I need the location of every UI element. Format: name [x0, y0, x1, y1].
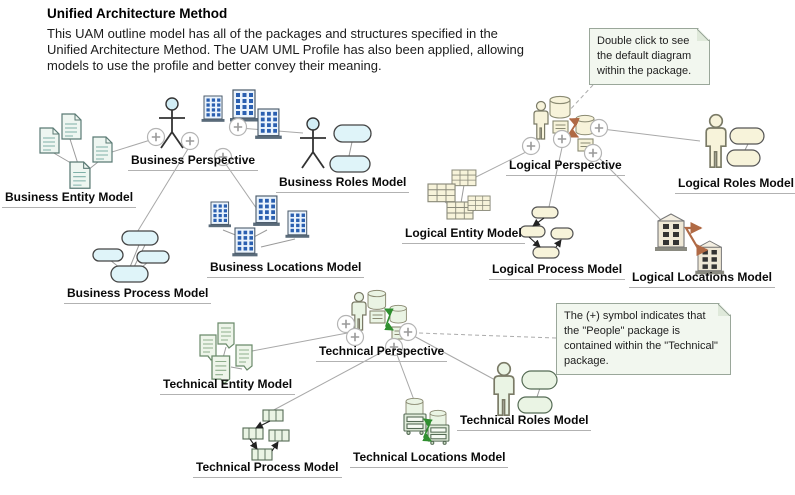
plus-circle-icon[interactable]: [521, 136, 541, 156]
process-shape-icon: [531, 206, 559, 219]
technical-process-cluster[interactable]: [242, 409, 290, 461]
package-label-technical-process[interactable]: Technical Process Model: [193, 460, 342, 478]
building-icon: [284, 210, 310, 239]
role-shape-icon: [517, 396, 553, 414]
building-icon: [231, 227, 259, 257]
logical-locations-cluster[interactable]: [654, 213, 725, 275]
role-shape-icon: [329, 155, 371, 173]
plus-circle-icon[interactable]: [146, 127, 166, 147]
note-page-icon: [217, 322, 235, 349]
document-icon: [61, 113, 82, 140]
actor-icon: [299, 117, 327, 169]
database-icon: [389, 304, 407, 324]
building-icon: [654, 213, 688, 252]
package-label-technical-roles[interactable]: Technical Roles Model: [457, 413, 592, 431]
page-title: Unified Architecture Method: [47, 6, 228, 21]
building-icon: [201, 95, 225, 123]
business-perspective-cluster[interactable]: [158, 89, 283, 149]
table-icon: [427, 183, 456, 203]
person-icon: [533, 100, 549, 140]
note-links: [417, 84, 594, 339]
process-shape-icon: [550, 227, 574, 240]
role-shape-icon: [521, 370, 558, 390]
logical-roles-cluster[interactable]: [705, 113, 765, 169]
role-shape-icon: [333, 124, 372, 143]
note-double-click[interactable]: Double click to see the default diagram …: [589, 28, 710, 85]
package-label-technical-perspective[interactable]: Technical Perspective: [316, 344, 448, 362]
document-icon: [39, 127, 60, 154]
building-icon: [254, 108, 283, 140]
package-label-logical-process[interactable]: Logical Process Model: [489, 262, 626, 280]
package-label-logical-perspective[interactable]: Logical Perspective: [506, 158, 625, 176]
flow-arrows: [528, 217, 562, 248]
table-icon: [451, 169, 477, 187]
business-entity-cluster[interactable]: [39, 113, 113, 189]
business-locations-cluster[interactable]: [208, 195, 310, 257]
flow-arrow-icon: [422, 418, 433, 442]
plus-circle-icon[interactable]: [552, 129, 572, 149]
note-page-icon: [235, 344, 253, 371]
package-label-business-roles[interactable]: Business Roles Model: [276, 175, 410, 193]
document-icon: [69, 161, 91, 189]
package-label-business-locations[interactable]: Business Locations Model: [207, 260, 365, 278]
table-icon: [467, 195, 491, 211]
document-icon: [92, 136, 113, 163]
technical-locations-cluster[interactable]: [403, 397, 450, 445]
package-label-logical-roles[interactable]: Logical Roles Model: [675, 176, 795, 194]
process-shape-icon: [110, 265, 149, 283]
page-description: This UAM outline model has all of the pa…: [47, 26, 524, 73]
role-shape-icon: [726, 149, 761, 167]
package-label-technical-locations[interactable]: Technical Locations Model: [350, 450, 509, 468]
database-icon: [549, 95, 571, 119]
server-cart-icon: [403, 413, 427, 435]
package-label-business-process[interactable]: Business Process Model: [64, 286, 212, 304]
business-roles-cluster[interactable]: [299, 117, 372, 173]
technical-roles-cluster[interactable]: [493, 361, 558, 417]
process-shape-icon: [121, 230, 159, 246]
building-icon: [229, 89, 259, 123]
plus-circle-icon[interactable]: [398, 322, 418, 342]
process-step-icon: [268, 429, 290, 442]
logical-process-cluster[interactable]: [519, 206, 574, 259]
plus-circle-icon[interactable]: [345, 327, 365, 347]
package-label-business-perspective[interactable]: Business Perspective: [128, 153, 259, 171]
flow-arrow-icon: [384, 308, 394, 331]
process-shape-icon: [136, 250, 170, 264]
process-step-icon: [251, 448, 273, 461]
connector-lines: [95, 127, 701, 413]
logical-entity-cluster[interactable]: [427, 169, 491, 220]
building-icon: [208, 201, 232, 228]
package-label-logical-entity[interactable]: Logical Entity Model: [402, 226, 525, 244]
plus-circle-icon[interactable]: [228, 117, 248, 137]
building-icon: [252, 195, 281, 227]
person-icon: [493, 361, 515, 417]
technical-perspective-cluster[interactable]: [351, 289, 408, 340]
server-icon: [369, 310, 386, 324]
person-icon: [705, 113, 727, 169]
process-shape-icon: [532, 246, 560, 259]
flow-arrows: [249, 420, 279, 452]
package-label-business-entity[interactable]: Business Entity Model: [2, 190, 137, 208]
database-icon: [367, 289, 387, 310]
logical-perspective-cluster[interactable]: [533, 95, 595, 152]
package-label-logical-locations[interactable]: Logical Locations Model: [629, 270, 776, 288]
note-plus-symbol[interactable]: The (+) symbol indicates that the "Peopl…: [556, 303, 731, 375]
process-step-icon: [262, 409, 284, 422]
process-step-icon: [242, 427, 264, 440]
flow-arrow-icon: [568, 117, 580, 138]
business-process-cluster[interactable]: [92, 230, 170, 283]
role-shape-icon: [729, 127, 765, 145]
flow-arrow-icon: [684, 221, 709, 257]
plus-circle-icon[interactable]: [589, 118, 609, 138]
technical-entity-cluster[interactable]: [199, 322, 253, 385]
server-cart-icon: [427, 424, 450, 445]
package-label-technical-entity[interactable]: Technical Entity Model: [160, 377, 296, 395]
process-shape-icon: [92, 248, 124, 262]
plus-circle-icon[interactable]: [180, 131, 200, 151]
